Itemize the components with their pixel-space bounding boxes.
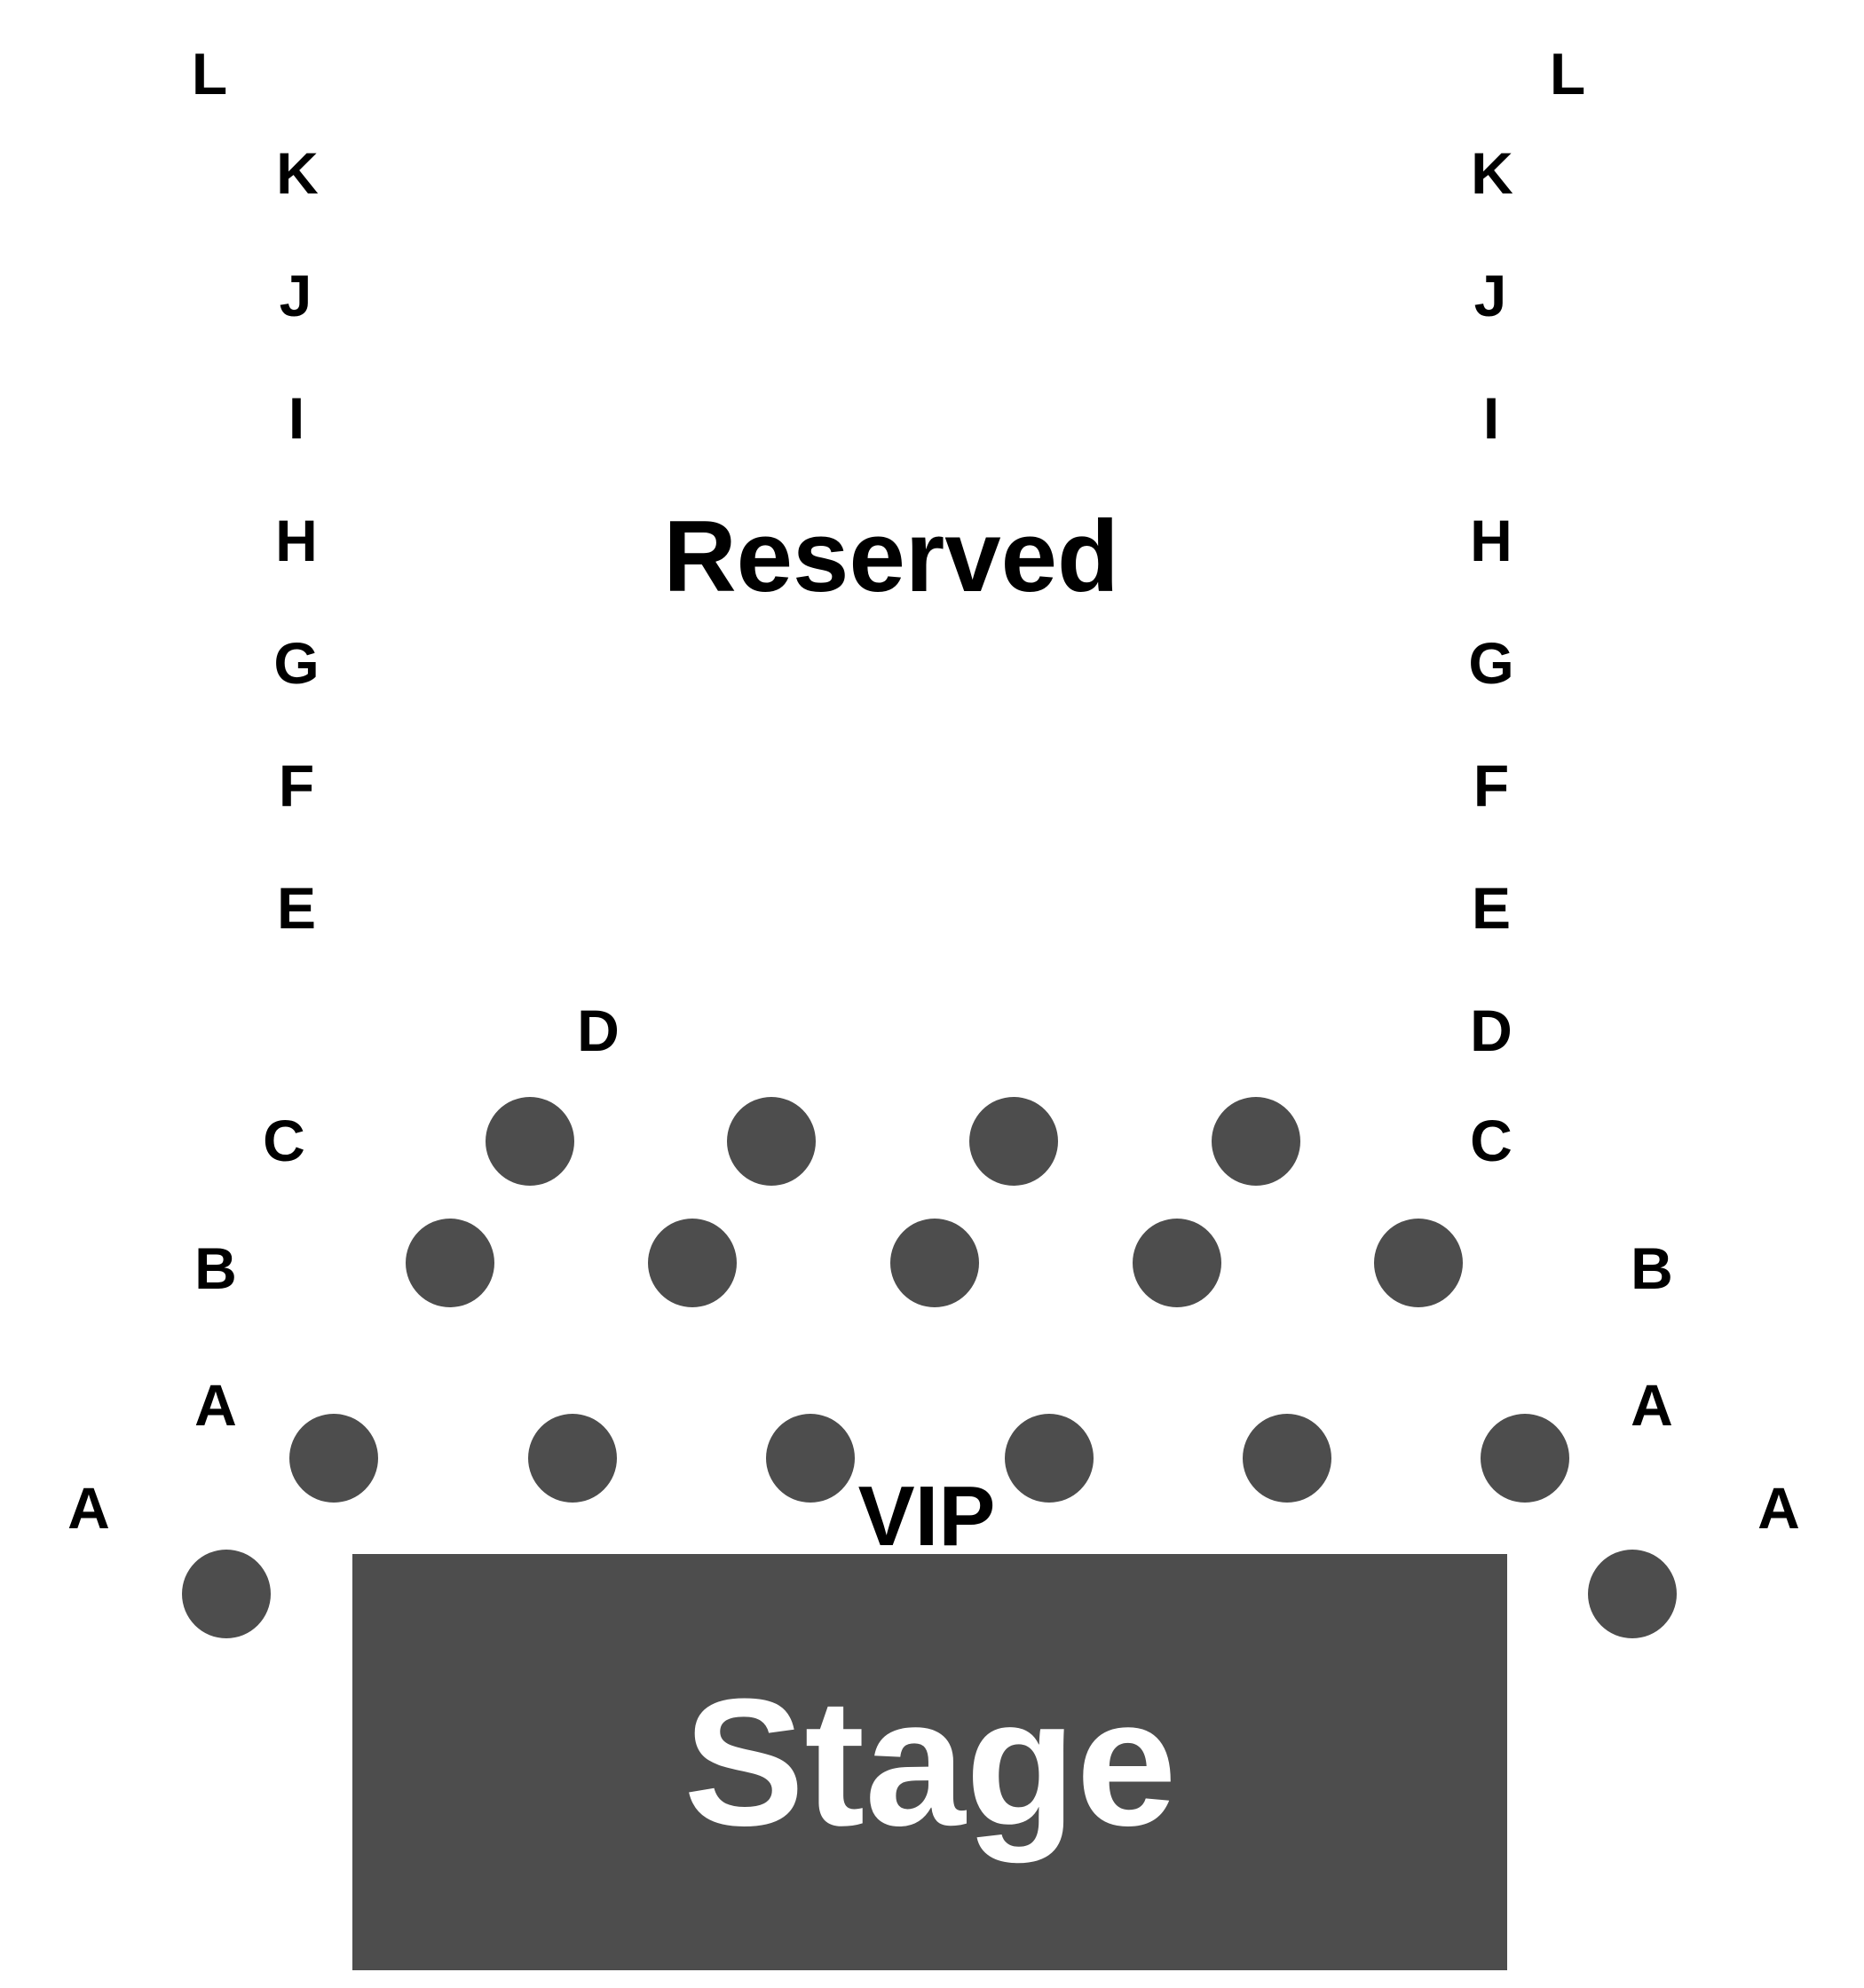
row-label-right-A-inner: A xyxy=(1631,1372,1673,1438)
stage: Stage xyxy=(352,1554,1507,1970)
row-label-left-I: I xyxy=(288,385,304,451)
vip-seat-b4[interactable] xyxy=(1133,1219,1221,1307)
vip-seat-a-right-side[interactable] xyxy=(1588,1550,1677,1638)
row-label-right-J: J xyxy=(1474,263,1507,328)
vip-seat-a6[interactable] xyxy=(1481,1414,1569,1503)
row-label-left-J: J xyxy=(280,263,312,328)
vip-section-label: VIP xyxy=(858,1469,996,1564)
row-label-right-H: H xyxy=(1470,508,1513,573)
row-label-left-A-outer: A xyxy=(67,1475,110,1541)
vip-seat-b1[interactable] xyxy=(406,1219,494,1307)
row-label-left-D: D xyxy=(577,998,620,1063)
right-row-labels: L K J I H G F E D C B A A xyxy=(1468,41,1800,1541)
vip-seat-b3[interactable] xyxy=(890,1219,979,1307)
row-label-left-L: L xyxy=(192,41,227,106)
vip-seats xyxy=(182,1097,1677,1638)
vip-seat-c2[interactable] xyxy=(727,1097,816,1186)
vip-seat-a3[interactable] xyxy=(766,1414,855,1503)
row-label-right-G: G xyxy=(1468,630,1513,696)
left-row-labels: L K J I H G F E D C B A A xyxy=(67,41,620,1541)
row-label-left-G: G xyxy=(273,630,319,696)
row-label-right-C: C xyxy=(1470,1108,1513,1173)
vip-seat-c3[interactable] xyxy=(969,1097,1058,1186)
row-label-left-B: B xyxy=(194,1235,237,1301)
stage-label: Stage xyxy=(683,1661,1177,1864)
vip-seat-b2[interactable] xyxy=(648,1219,737,1307)
reserved-section-label: Reserved xyxy=(663,501,1118,613)
vip-seat-c1[interactable] xyxy=(486,1097,574,1186)
row-label-right-L: L xyxy=(1550,41,1585,106)
row-label-right-D: D xyxy=(1470,998,1513,1063)
row-label-right-I: I xyxy=(1483,385,1499,451)
vip-seat-c4[interactable] xyxy=(1212,1097,1300,1186)
row-label-left-C: C xyxy=(263,1108,305,1173)
row-label-left-E: E xyxy=(277,875,316,941)
vip-seat-a5[interactable] xyxy=(1243,1414,1331,1503)
row-label-left-F: F xyxy=(279,753,314,818)
row-label-right-F: F xyxy=(1473,753,1509,818)
row-label-left-H: H xyxy=(275,508,318,573)
vip-seat-a2[interactable] xyxy=(528,1414,617,1503)
row-label-right-A-outer: A xyxy=(1757,1475,1800,1541)
row-label-right-B: B xyxy=(1631,1235,1673,1301)
vip-seat-a-left-side[interactable] xyxy=(182,1550,271,1638)
row-label-left-A-inner: A xyxy=(194,1372,237,1438)
vip-seat-b5[interactable] xyxy=(1374,1219,1463,1307)
vip-seat-a1[interactable] xyxy=(289,1414,378,1503)
vip-seat-a4[interactable] xyxy=(1005,1414,1094,1503)
stage-block xyxy=(352,1554,1507,1970)
row-label-right-K: K xyxy=(1471,140,1513,206)
row-label-left-K: K xyxy=(276,140,319,206)
row-label-right-E: E xyxy=(1472,875,1511,941)
